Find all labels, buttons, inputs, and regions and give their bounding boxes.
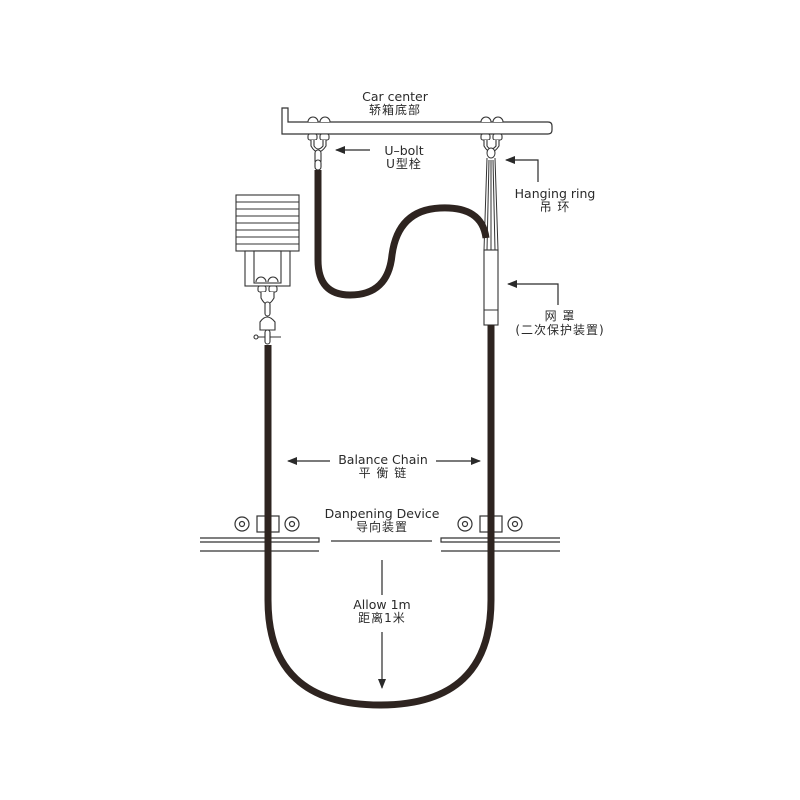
u-bolt-label-en: U–bolt	[384, 143, 424, 158]
hanging-ring-label-zh: 吊 环	[539, 200, 571, 215]
dampening-device-label-en: Danpening Device	[324, 506, 440, 521]
net-cover-label-sub: (二次保护装置)	[515, 322, 605, 337]
u-bolt-left	[307, 116, 331, 171]
counterweight	[235, 194, 300, 345]
balance-chain-label: Balance Chain 平 衡 链	[325, 452, 441, 481]
allow-distance-label: Allow 1m 距离1米	[342, 597, 422, 626]
dampening-device-label-zh: 导向装置	[355, 520, 408, 535]
car-center-label: Car center 轿箱底部	[330, 89, 460, 118]
net-cover	[483, 249, 499, 326]
balance-chain-label-en: Balance Chain	[338, 452, 428, 467]
hanging-ring-label: Hanging ring 吊 环	[505, 186, 605, 215]
annotation-arrows	[287, 146, 559, 689]
balance-chain-label-zh: 平 衡 链	[358, 466, 408, 481]
hanging-ring-label-en: Hanging ring	[514, 186, 596, 201]
net-cover-label-title: 网 罩	[544, 309, 576, 323]
hanging-ring-arrow	[505, 156, 539, 182]
balance-chain	[264, 170, 495, 709]
car-bottom-beam	[281, 107, 553, 135]
net-cover-arrow	[507, 280, 559, 305]
u-bolt-label-zh: U型栓	[386, 157, 422, 172]
car-center-label-en: Car center	[362, 89, 428, 104]
car-center-label-zh: 轿箱底部	[368, 103, 421, 118]
allow-distance-label-en: Allow 1m	[353, 597, 411, 612]
dampening-device-label: Danpening Device 导向装置	[320, 506, 444, 535]
guide-device-right	[440, 515, 560, 552]
guide-device-left	[200, 515, 320, 552]
hanging-ring	[483, 147, 499, 251]
net-cover-label: 网 罩 (二次保护装置)	[505, 309, 615, 338]
allow-distance-label-zh: 距离1米	[358, 611, 406, 626]
u-bolt-label: U–bolt U型栓	[374, 143, 434, 172]
